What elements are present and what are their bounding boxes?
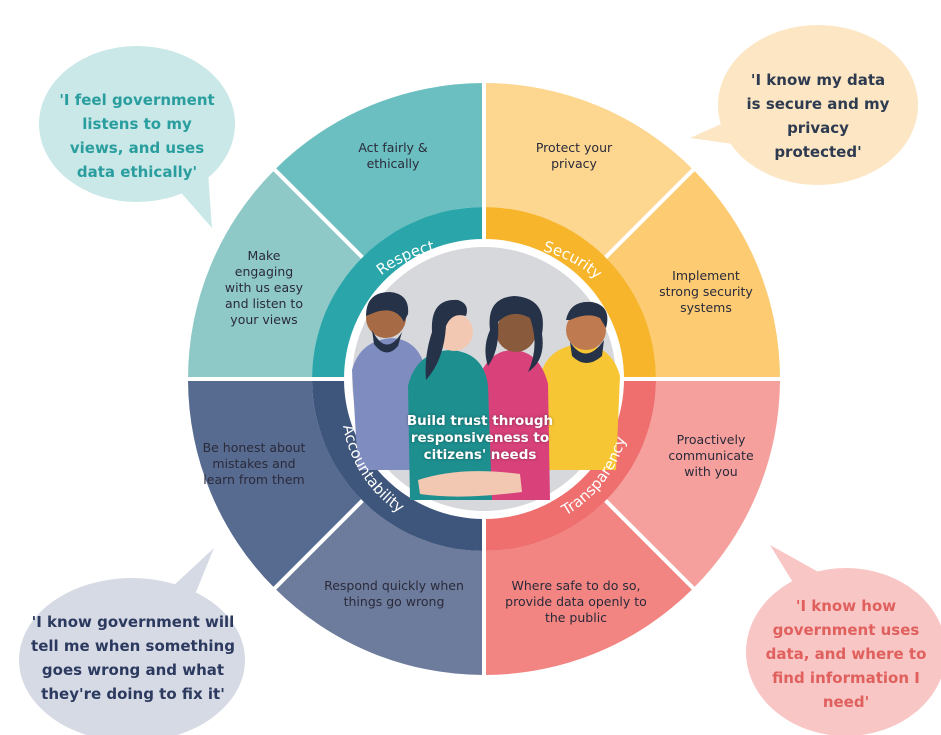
segment-act-fairly-text: Act fairly & ethically [358, 140, 428, 171]
center-illustration [346, 241, 622, 517]
segment-protect-privacy-text: Protect your privacy [535, 140, 613, 171]
ring-transparency [484, 379, 656, 551]
segment-respond-quickly [274, 500, 484, 675]
center-title: Build trust through responsiveness to ci… [406, 413, 554, 463]
ring-security [484, 207, 656, 379]
segment-provide-data [484, 500, 694, 675]
segment-make-engaging [188, 169, 363, 379]
segment-separators [185, 80, 783, 678]
segment-act-fairly [274, 83, 484, 258]
respect-quote: 'I feel government listens to my views, … [59, 91, 215, 181]
accountability-speech-bubble [19, 548, 245, 735]
segment-be-honest [188, 379, 363, 589]
security-speech-bubble [690, 25, 918, 185]
segment-be-honest-text: Be honest about mistakes and learn from … [202, 440, 306, 487]
transparency-quote: 'I know how government uses data, and wh… [765, 597, 927, 711]
respect-speech-bubble [39, 46, 235, 228]
ring-accountability [312, 379, 484, 551]
segment-provide-data-text: Where safe to do so, provide data openly… [505, 578, 647, 625]
segment-implement-security-text: Implement strong security systems [659, 268, 753, 315]
segment-implement-security [605, 169, 780, 379]
transparency-speech-bubble [746, 545, 941, 735]
segment-proactively-communicate-text: Proactively communicate with you [668, 432, 754, 479]
segment-make-engaging-text: Make engaging with us easy and listen to… [224, 248, 304, 327]
segment-respond-quickly-text: Respond quickly when things go wrong [324, 578, 464, 609]
segment-protect-privacy [484, 83, 694, 258]
segment-proactively-communicate [605, 379, 780, 589]
ring-respect [312, 207, 484, 379]
security-quote: 'I know my data is secure and my privacy… [746, 71, 890, 161]
accountability-quote: 'I know government will tell me when som… [31, 613, 235, 703]
